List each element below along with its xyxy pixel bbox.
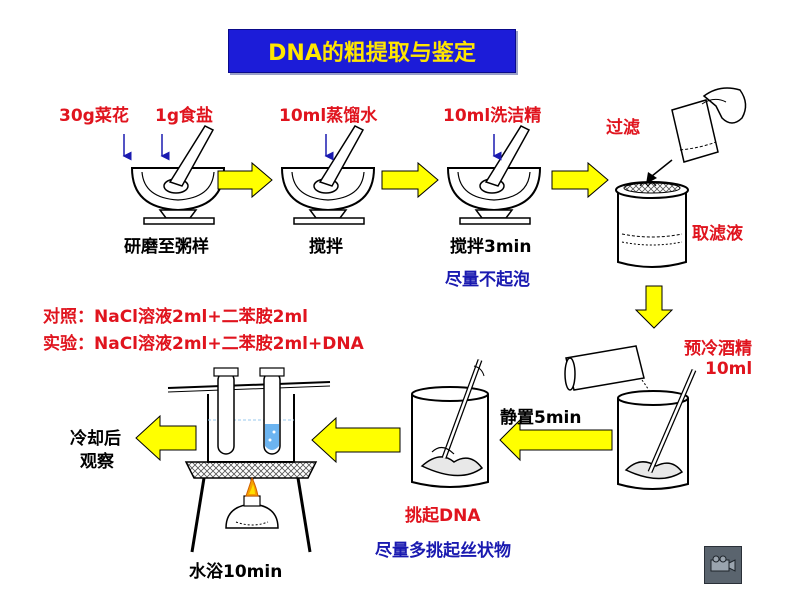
step5-ingredient-line2: 10ml: [705, 359, 753, 379]
step7-note: 尽量多挑起丝状物: [375, 541, 511, 561]
step4-action: 过滤: [606, 118, 640, 138]
step3-note: 尽量不起泡: [445, 270, 530, 290]
mortar-1: [122, 125, 226, 225]
step8-caption: 水浴10min: [189, 562, 283, 582]
step9-line2: 观察: [80, 452, 114, 472]
title-text: DNA的粗提取与鉴定: [268, 41, 476, 66]
mortar-2: [280, 125, 376, 225]
flow-arrow-3: [551, 161, 609, 199]
step5-ingredient-line1: 预冷酒精: [684, 339, 752, 359]
step2-caption: 搅拌: [309, 237, 343, 257]
flow-arrow-down: [634, 285, 674, 329]
film-camera-icon: [710, 555, 736, 572]
ingredient-cauliflower: 30g菜花: [59, 106, 129, 126]
video-button[interactable]: [704, 546, 742, 584]
step1-caption: 研磨至粥样: [124, 237, 209, 257]
step6-caption: 静置5min: [500, 408, 582, 428]
control-text: 对照：NaCl溶液2ml+二苯胺2ml: [43, 307, 308, 327]
dna-beaker: [411, 359, 489, 488]
ingredient-detergent: 10ml洗洁精: [443, 106, 542, 126]
mortar-3: [446, 125, 542, 225]
ingredient-salt: 1g食盐: [155, 106, 213, 126]
step9-line1: 冷却后: [70, 429, 121, 449]
page-title: DNA的粗提取与鉴定: [228, 29, 516, 73]
ingredient-water: 10ml蒸馏水: [279, 106, 378, 126]
flow-arrow-left-3: [135, 414, 197, 462]
flow-arrow-left-2: [311, 416, 401, 464]
flow-arrow-1: [217, 161, 273, 199]
experiment-text: 实验：NaCl溶液2ml+二苯胺2ml+DNA: [43, 334, 364, 354]
step3-caption: 搅拌3min: [450, 237, 532, 257]
filter-beaker: [615, 87, 747, 268]
alcohol-beaker: [564, 345, 697, 490]
flow-arrow-left-1: [499, 418, 613, 462]
step7-caption: 挑起DNA: [405, 506, 481, 526]
water-bath-setup: [167, 367, 331, 553]
flow-arrow-2: [381, 161, 439, 199]
step4-caption: 取滤液: [692, 224, 743, 244]
